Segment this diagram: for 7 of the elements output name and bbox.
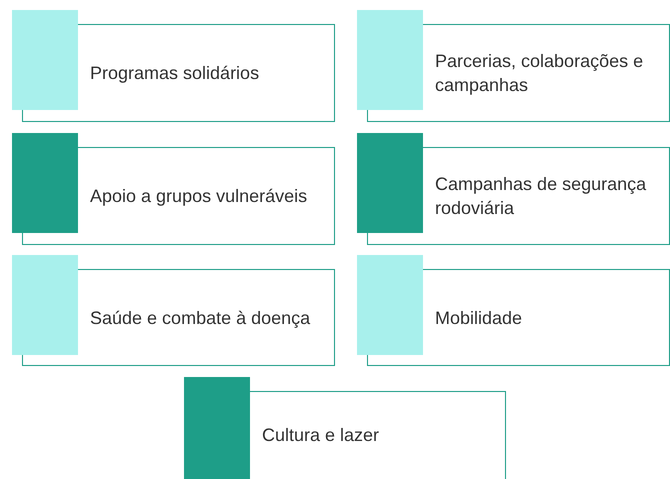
item-label: Saúde e combate à doença bbox=[90, 306, 312, 330]
item-label: Cultura e lazer bbox=[262, 424, 380, 447]
item-label: Mobilidade bbox=[435, 306, 524, 330]
item-label: Campanhas de segurança rodoviária bbox=[435, 173, 648, 220]
item-label: Parcerias, colaborações e campanhas bbox=[435, 50, 644, 97]
item-label: Programas solidários bbox=[90, 62, 260, 85]
item-label: Apoio a grupos vulneráveis bbox=[90, 185, 308, 208]
